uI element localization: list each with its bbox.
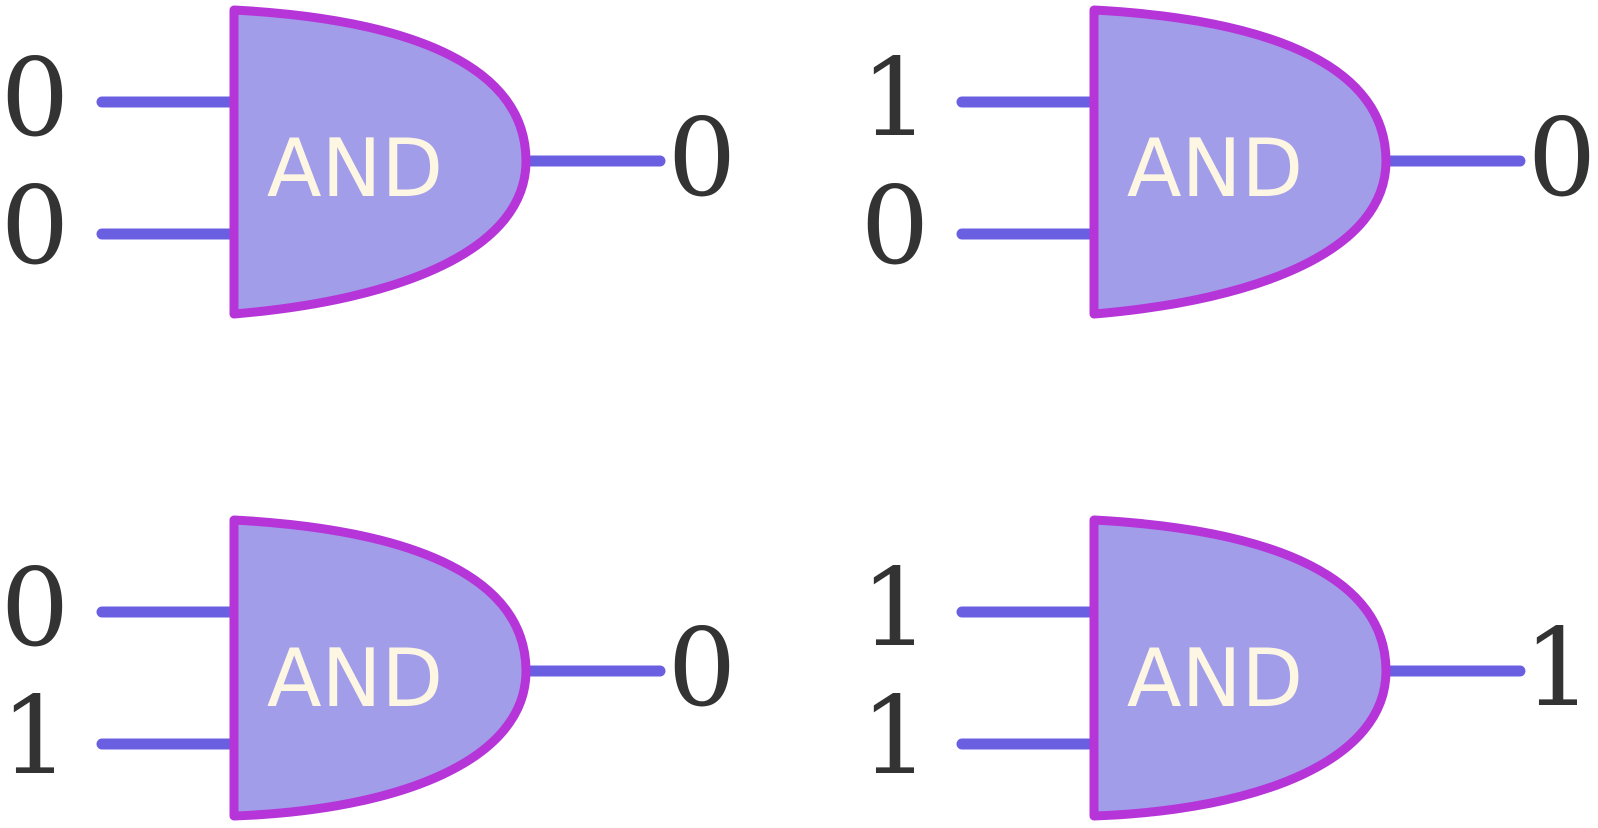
and-gate-body [229,5,531,319]
input-bit-b: 0 [861,164,930,289]
output-bit: 0 [1528,96,1597,221]
input-bit-a: 1 [861,36,930,161]
gate-2: AND 0 1 0 [1,515,737,821]
gate-3: AND 1 1 1 [861,515,1593,821]
input-bit-a: 0 [1,546,70,671]
gate-label: AND [267,122,443,215]
output-bit: 0 [668,96,737,221]
gate-label: AND [267,632,443,725]
gate-label: AND [1127,632,1303,725]
input-bit-a: 0 [1,36,70,161]
input-bit-b: 1 [1,674,70,799]
and-gate-body [1089,515,1391,821]
output-bit: 1 [1524,606,1593,731]
gate-0: AND 0 0 0 [1,5,737,319]
gate-label: AND [1127,122,1303,215]
output-bit: 0 [668,606,737,731]
and-gate-body [229,515,531,821]
input-bit-b: 1 [861,674,930,799]
input-bit-b: 0 [1,164,70,289]
and-gate-body [1089,5,1391,319]
gate-1: AND 1 0 0 [861,5,1597,319]
input-bit-a: 1 [861,546,930,671]
